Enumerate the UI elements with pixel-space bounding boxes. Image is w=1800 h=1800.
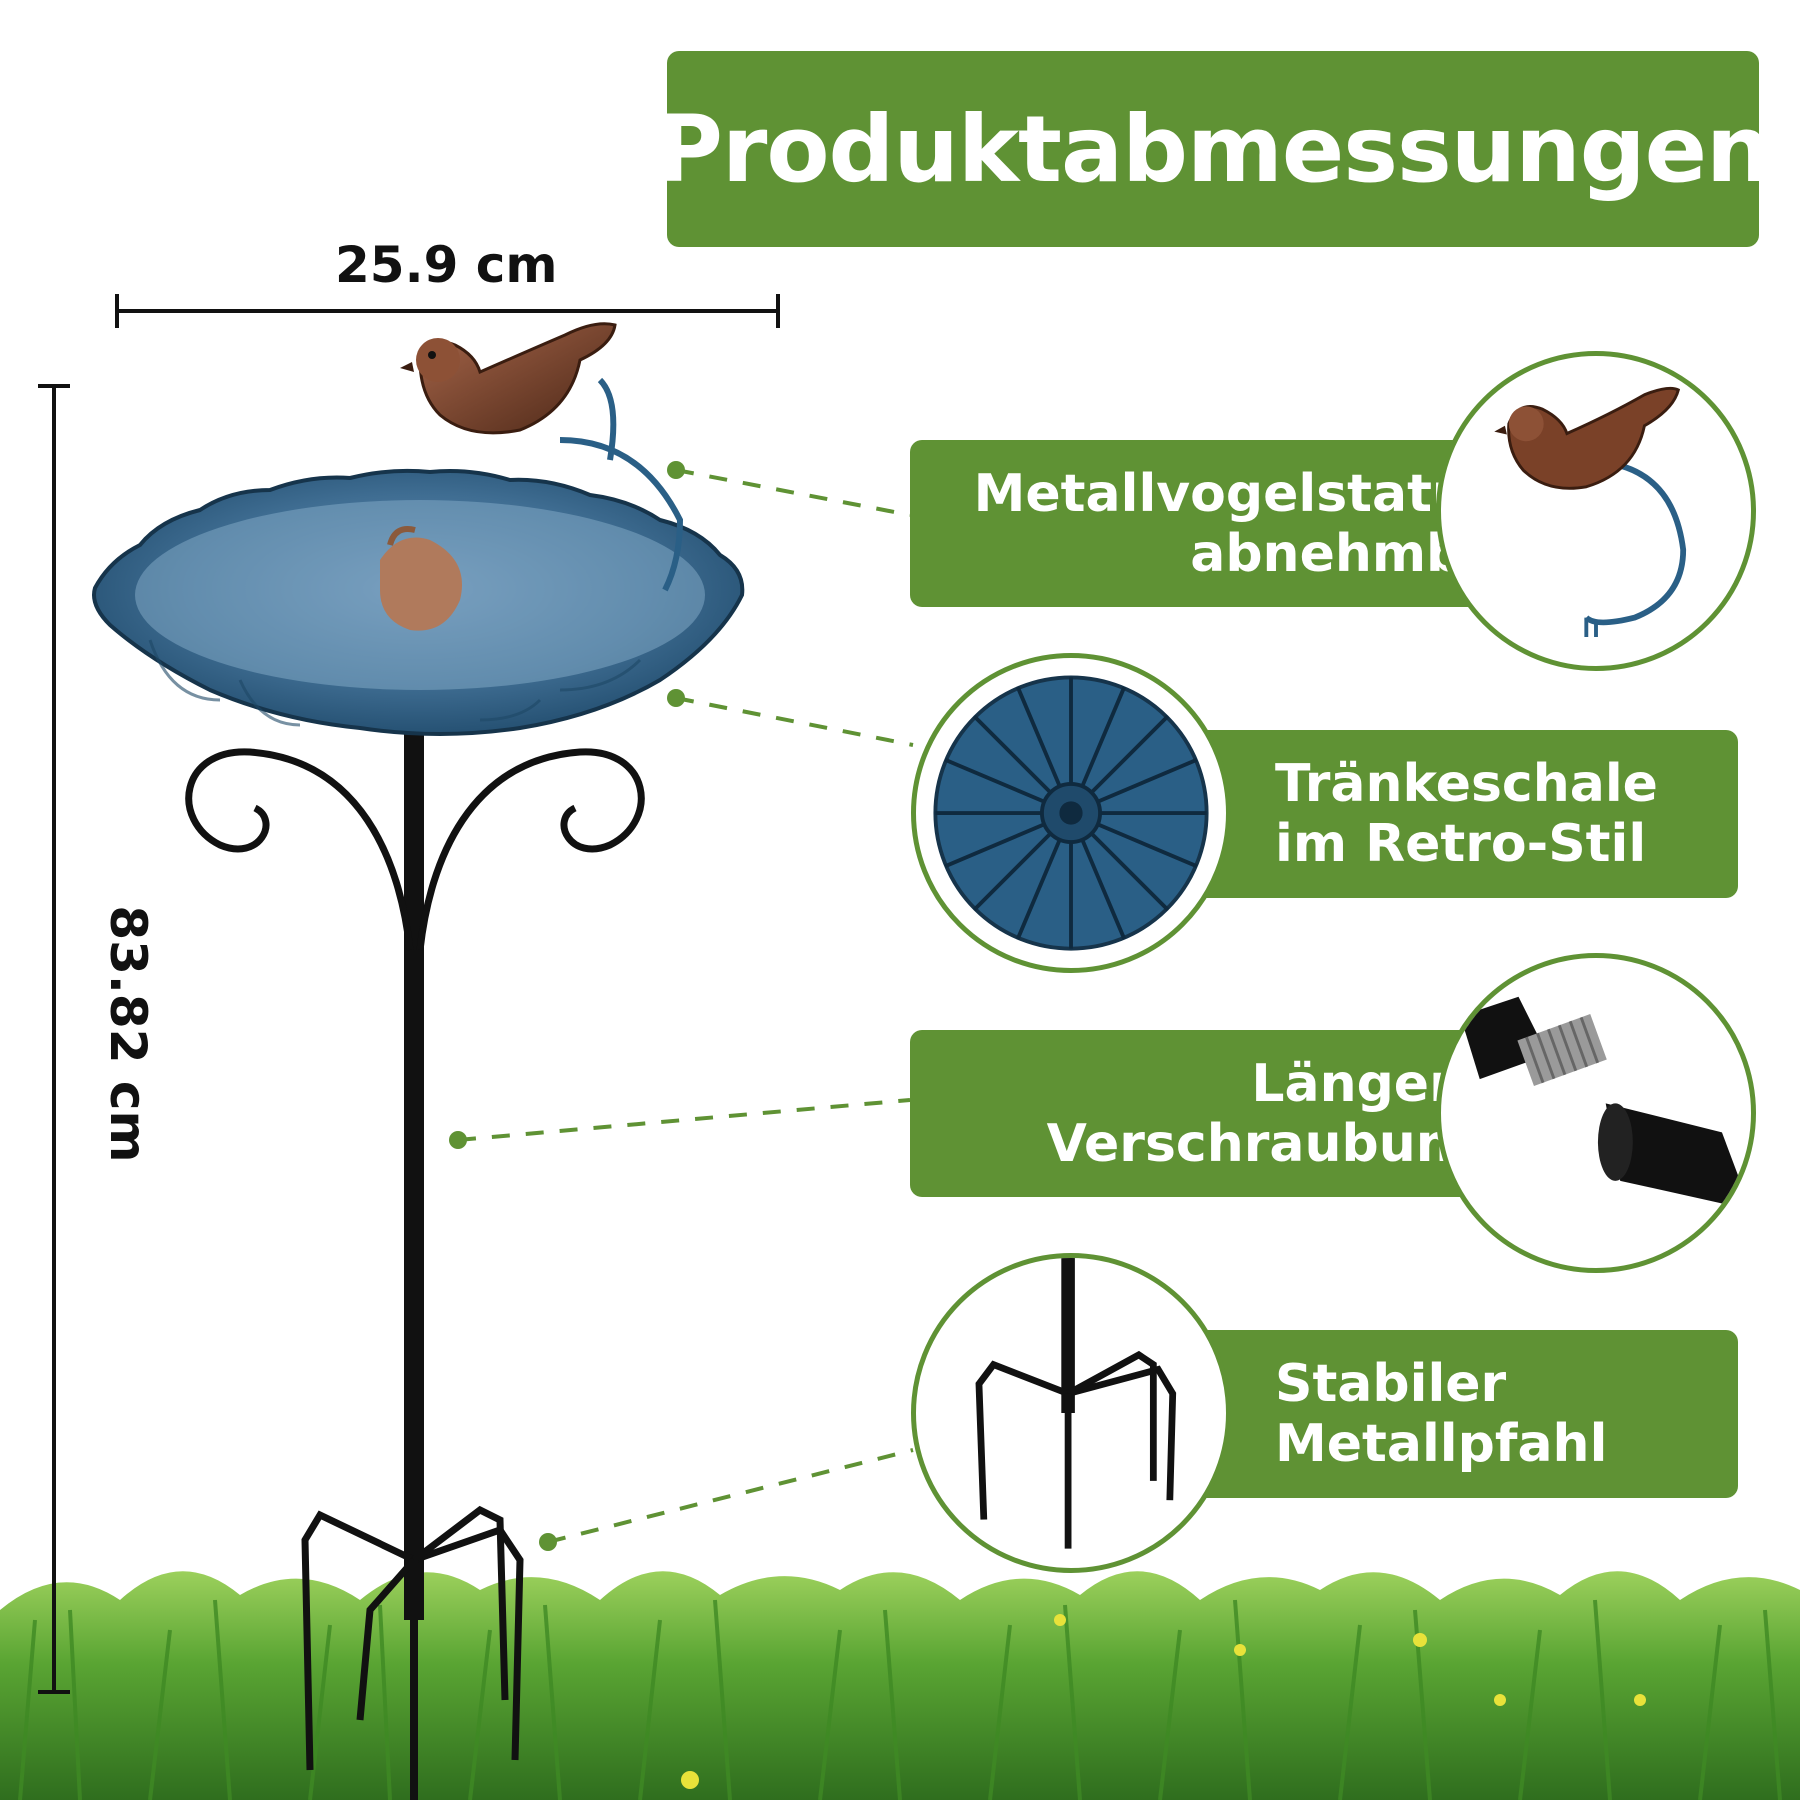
- width-dimension-label: 25.9 cm: [335, 236, 558, 294]
- callout-connectors: [457, 468, 914, 1544]
- feature-callout-stake: Stabiler Metallpfahl: [1150, 1330, 1738, 1498]
- feature-line1: Tränkeschale: [1275, 754, 1658, 814]
- feature-line1: Metallvogelstatue,: [973, 463, 1524, 524]
- feature-line2: Verschraubung: [1046, 1113, 1490, 1174]
- feature-line1: Stabiler: [1275, 1354, 1507, 1414]
- bird-statue: [400, 322, 684, 592]
- height-dimension-line: [38, 384, 70, 1694]
- feature-callout-bowl: Tränkeschale im Retro-Stil: [1150, 730, 1738, 898]
- title-banner: Produktabmessungen: [656, 51, 1771, 247]
- stake-icon: [911, 1253, 1231, 1573]
- screw-joint-icon: [1436, 953, 1756, 1273]
- callout-dots: [449, 461, 685, 1551]
- pole: [185, 720, 645, 1800]
- height-dimension-label: 83.82 cm: [99, 905, 157, 1163]
- feature-callout-screw-joint: Längere Verschraubung: [910, 1030, 1530, 1197]
- feature-callout-bird-statue: Metallvogelstatue, abnehmbar: [910, 440, 1530, 607]
- feature-line2: Metallpfahl: [1275, 1414, 1608, 1474]
- bird-bath-bowl: [92, 468, 745, 736]
- grass-ground: [0, 1571, 1800, 1800]
- page-title: Produktabmessungen: [655, 95, 1772, 203]
- bowl-underside-icon: [911, 653, 1231, 973]
- feature-line1: Längere: [1251, 1053, 1490, 1114]
- width-dimension-line: [115, 294, 780, 328]
- bird-statue-icon: [1436, 351, 1756, 671]
- feature-line2: im Retro-Stil: [1275, 814, 1647, 874]
